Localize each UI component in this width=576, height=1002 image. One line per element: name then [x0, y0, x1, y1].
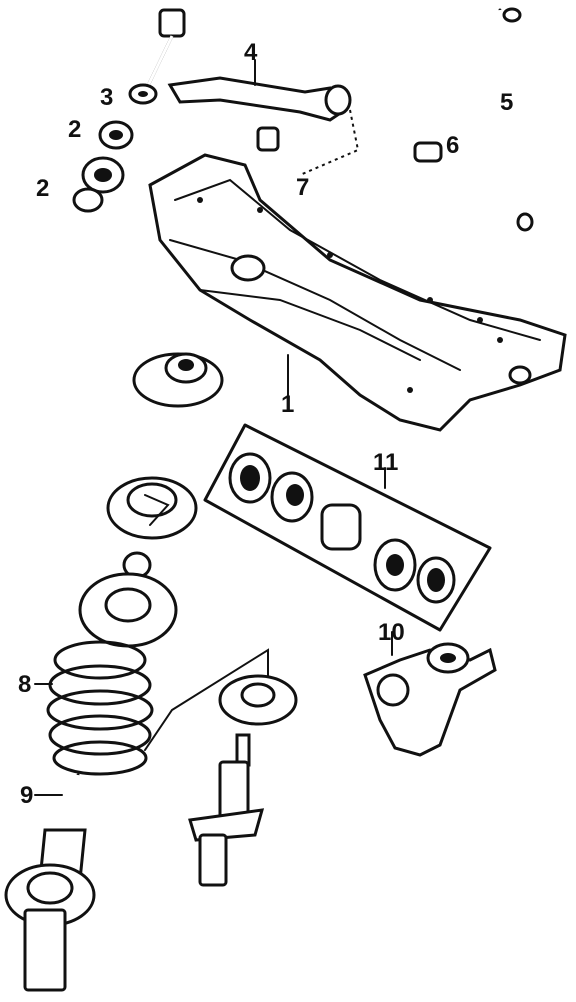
arm-bushing-7	[256, 126, 280, 152]
strut-mount	[132, 352, 224, 408]
callout-5: 5	[500, 89, 513, 116]
callout-4: 4	[244, 39, 258, 66]
strut-right	[188, 733, 265, 887]
strut-mount-right	[218, 674, 298, 726]
lower-control-arm	[167, 59, 360, 176]
callout-8: 8	[18, 671, 31, 698]
spring-insulator	[78, 572, 178, 648]
callout-1: 1	[281, 391, 294, 418]
bushing-2-lower	[72, 156, 125, 213]
callout-2-upper: 2	[68, 116, 81, 143]
callout-3: 3	[100, 84, 113, 111]
callout-2-lower: 2	[36, 175, 49, 202]
spring-upper-seat	[106, 476, 198, 540]
bearing-kit-box	[203, 423, 492, 632]
callout-9: 9	[20, 782, 33, 809]
strut-left	[4, 773, 96, 992]
coil-spring	[34, 640, 154, 776]
callout-6: 6	[446, 132, 459, 159]
callout-11: 11	[373, 449, 398, 476]
crossmember-subframe	[148, 153, 567, 432]
steering-knuckle	[363, 631, 497, 757]
callout-10: 10	[378, 619, 405, 646]
callout-7: 7	[296, 174, 309, 201]
bushing-2-upper	[98, 120, 134, 150]
washer-3	[128, 83, 158, 105]
stabilizer-link-6	[413, 141, 443, 163]
control-arm-bolt	[143, 8, 186, 94]
stabilizer-bar	[417, 7, 534, 232]
